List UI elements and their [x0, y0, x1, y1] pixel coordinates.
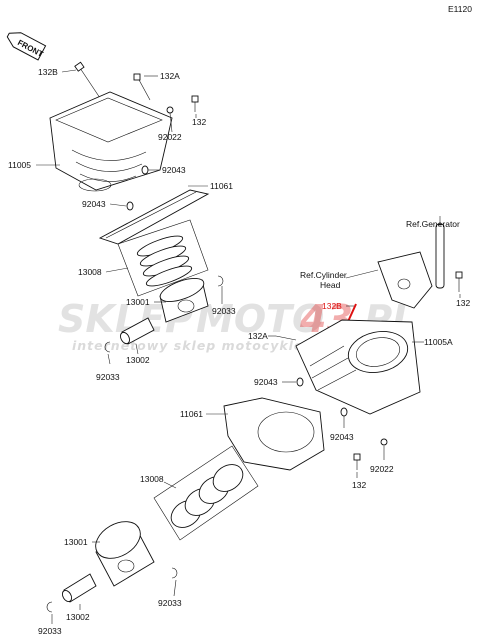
label-132-top: 132	[192, 117, 206, 127]
label-13001-bottom: 13001	[64, 537, 88, 547]
page-code: E1120	[448, 4, 472, 14]
label-132-bottom: 132	[352, 480, 366, 490]
dowel-92043-c-icon	[296, 377, 304, 387]
label-13001-top: 13001	[126, 297, 150, 307]
washer-92022-icon	[166, 106, 174, 114]
watermark-subtitle: internetowy sklep motocyklowy	[72, 338, 325, 353]
gasket-11061-icon	[98, 189, 210, 245]
label-92033-top-left: 92033	[96, 372, 120, 382]
circlip-92033-d-icon	[46, 601, 53, 613]
cylinder-11005a-icon	[295, 319, 421, 415]
label-92043-bottom: 92043	[330, 432, 354, 442]
label-92043-mid: 92043	[254, 377, 278, 387]
label-13008-bottom: 13008	[140, 474, 164, 484]
gasket-11061-bottom-icon	[223, 397, 325, 471]
label-13002-top: 13002	[126, 355, 150, 365]
piston-13001-icon	[159, 277, 209, 323]
label-ref-cylinder-head-line1: Ref.Cylinder	[300, 270, 347, 280]
label-ref-cylinder-head-line2: Head	[320, 280, 341, 290]
label-92022-top: 92022	[158, 132, 182, 142]
label-92022-bottom: 92022	[370, 464, 394, 474]
label-92033-bottom-left: 92033	[38, 626, 62, 636]
cylinder-11005-icon	[49, 91, 173, 192]
bolt-132-right-icon	[455, 271, 463, 292]
piston-rings-13008-bottom-icon	[153, 445, 259, 541]
circlip-92033-b-icon	[104, 341, 111, 353]
stud-132a-mid-icon	[275, 335, 297, 341]
piston-pin-13002-bottom-icon	[61, 573, 97, 603]
label-ref-generator: Ref.Generator	[406, 219, 460, 229]
label-92043-left: 92043	[82, 199, 106, 209]
dowel-92043-a-icon	[141, 165, 149, 175]
label-92033-bottom-right: 92033	[158, 598, 182, 608]
stud-132a-icon	[133, 73, 151, 101]
label-92033-top-right: 92033	[212, 306, 236, 316]
label-132b-mid: 132B	[322, 301, 342, 311]
label-92043-right: 92043	[162, 165, 186, 175]
circlip-92033-c-icon	[171, 567, 178, 579]
leader-lines	[36, 69, 461, 624]
label-11061-bottom: 11061	[180, 409, 203, 419]
label-13008-top: 13008	[78, 267, 102, 277]
front-arrow-icon: FRONT	[6, 32, 47, 61]
dowel-92043-b-icon	[126, 201, 134, 211]
dowel-92043-d-icon	[340, 407, 348, 417]
label-11005a: 11005A	[424, 337, 453, 347]
washer-92022-bottom-icon	[380, 438, 388, 446]
piston-13001-bottom-icon	[95, 521, 155, 587]
piston-pin-13002-icon	[120, 317, 155, 345]
piston-rings-13008-icon	[117, 219, 209, 297]
label-132-right: 132	[456, 298, 470, 308]
label-132a-mid: 132A	[248, 331, 268, 341]
cylinder-head-ref-icon	[377, 251, 433, 309]
label-11061-top: 11061	[210, 181, 233, 191]
watermark-part2: MOTO	[196, 297, 324, 341]
generator-ref-icon	[435, 223, 445, 289]
label-132b-top: 132B	[38, 67, 58, 77]
label-13002-bottom: 13002	[66, 612, 90, 622]
circlip-92033-a-icon	[217, 275, 224, 287]
bolt-132-icon	[191, 95, 199, 112]
label-11005: 11005	[8, 160, 31, 170]
label-132a-top: 132A	[160, 71, 180, 81]
bolt-132-bottom-icon	[353, 453, 361, 470]
